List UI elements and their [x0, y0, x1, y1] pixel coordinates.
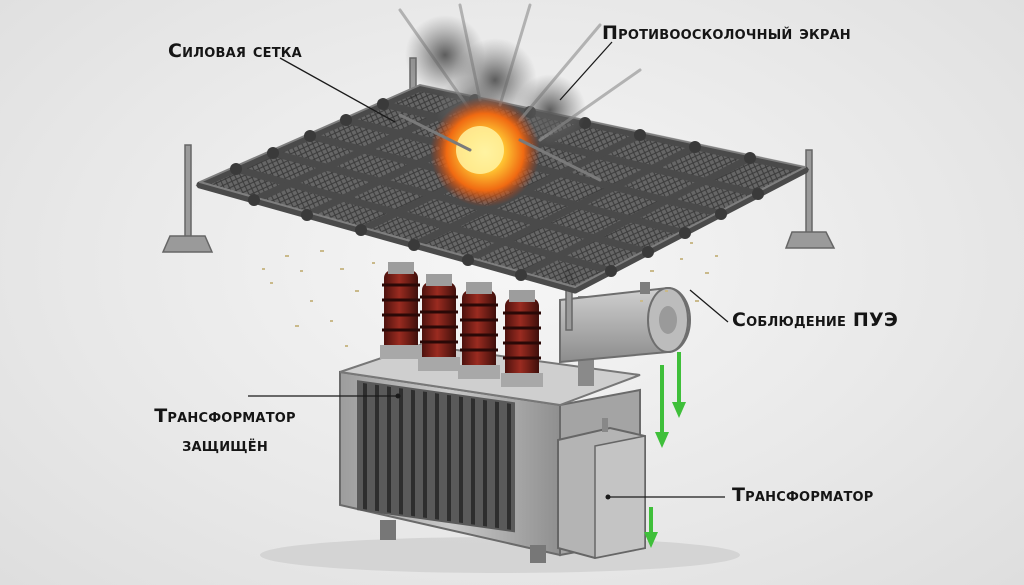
label-transformer-protected-line2: защищён — [182, 434, 268, 456]
down-arrow-icon — [644, 352, 686, 548]
label-power-grid: Силовая сетка — [168, 40, 302, 62]
insulator-3 — [458, 282, 500, 379]
leader-lines — [248, 41, 729, 498]
insulator-2 — [418, 274, 460, 371]
insulator-1 — [380, 262, 422, 359]
label-shrapnel-screen: Противоосколочный экран — [602, 22, 851, 44]
label-transformer-protected: Трансформатор защищён — [140, 402, 310, 460]
label-pue-compliance: Соблюдение ПУЭ — [732, 309, 898, 331]
explosion-icon — [398, 3, 642, 207]
shrapnel-debris — [262, 242, 718, 347]
transformer-tank — [339, 343, 646, 563]
insulators — [380, 262, 543, 387]
label-transformer-protected-line1: Трансформатор — [154, 405, 296, 427]
radiator-fins — [357, 380, 515, 533]
conservator-tank — [559, 282, 691, 386]
insulator-4 — [501, 290, 543, 387]
label-transformer: Трансформатор — [732, 484, 874, 506]
